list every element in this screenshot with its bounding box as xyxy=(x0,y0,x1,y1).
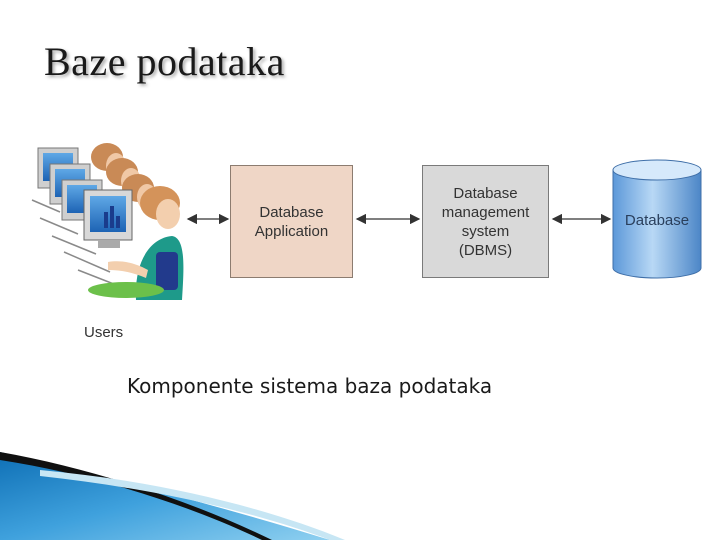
database-label: Database xyxy=(624,212,690,229)
diagram-caption: Komponente sistema baza podataka xyxy=(127,374,493,398)
database-cylinder-icon xyxy=(612,159,702,279)
users-label: Users xyxy=(84,324,124,341)
dbms-box: Database management system (DBMS) xyxy=(422,165,549,278)
user-station-front xyxy=(83,186,184,300)
swoosh-light-stroke xyxy=(40,470,345,540)
swoosh-dark-stroke xyxy=(0,452,272,540)
desk-lines xyxy=(31,199,125,289)
users-illustration xyxy=(31,143,184,300)
database-application-box: Database Application xyxy=(230,165,353,278)
slide-title: Baze podataka xyxy=(44,39,285,84)
